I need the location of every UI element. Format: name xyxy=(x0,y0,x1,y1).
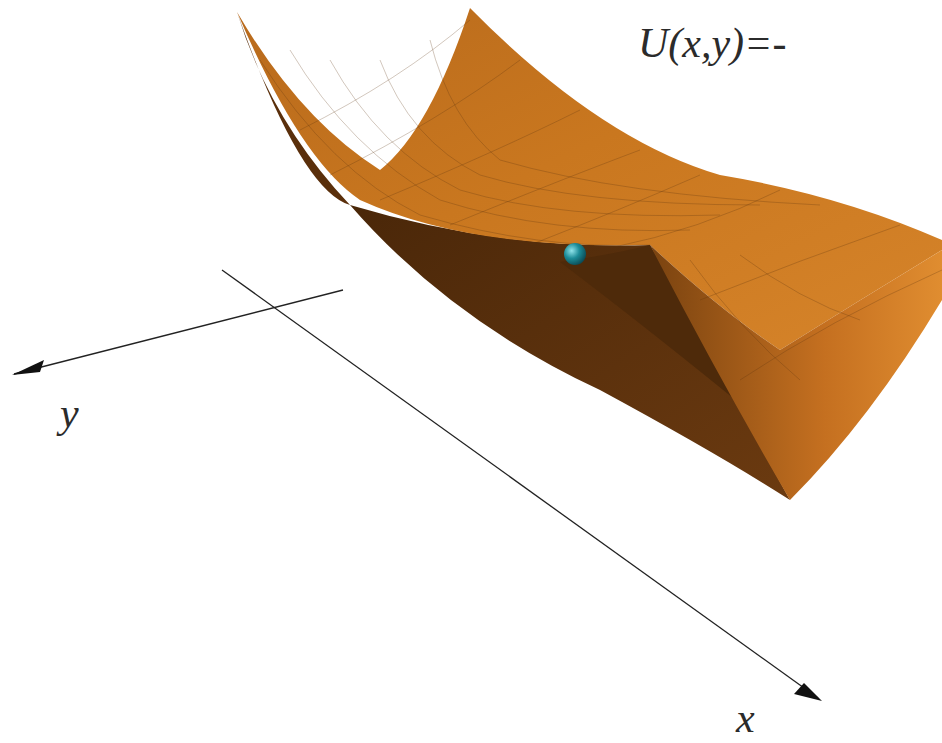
surface-top xyxy=(237,8,942,350)
ball xyxy=(564,243,586,265)
y-axis xyxy=(14,290,343,374)
surface-mesh xyxy=(260,20,942,380)
y-arrowhead xyxy=(12,360,44,375)
formula-label: U(x,y)=- xyxy=(638,22,786,64)
axis-label: y xyxy=(60,392,79,434)
surface-right-face xyxy=(650,245,942,500)
axis-label: x xyxy=(736,697,755,739)
x-arrowhead xyxy=(794,683,822,701)
